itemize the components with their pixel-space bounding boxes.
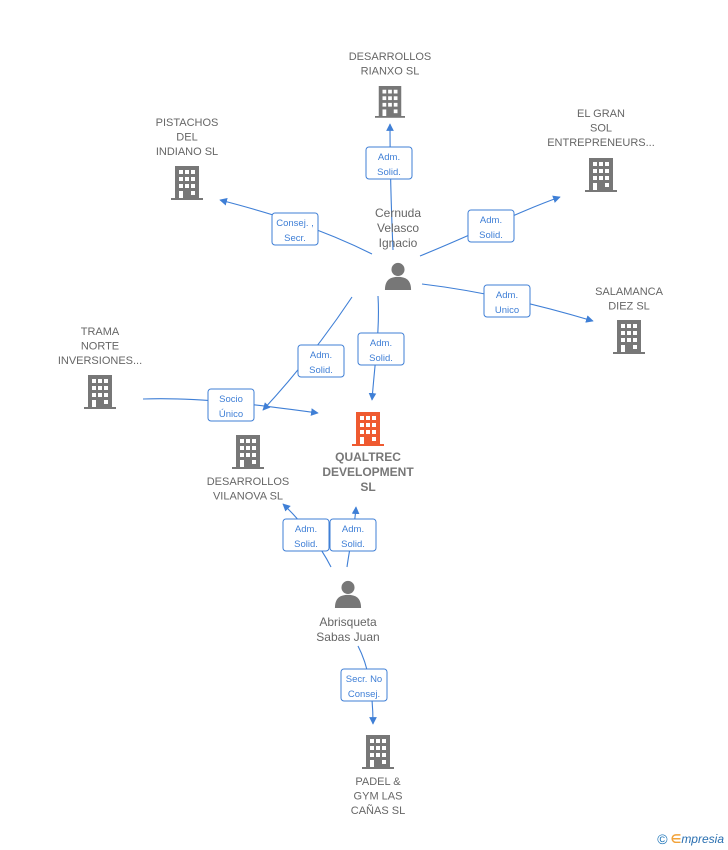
building-icon bbox=[585, 158, 617, 192]
company-label: TRAMA bbox=[81, 326, 120, 338]
company-label: PISTACHOS bbox=[156, 117, 219, 129]
edge-cernuda-gransol[interactable]: Adm. Solid. bbox=[419, 195, 561, 257]
company-label: ENTREPRENEURS... bbox=[547, 137, 655, 149]
edge-label-text: Adm. bbox=[480, 215, 502, 226]
edge-label-box[interactable] bbox=[357, 332, 405, 366]
building-icon bbox=[352, 412, 384, 446]
company-node-salamanca-diez[interactable]: SALAMANCA DIEZ SL bbox=[595, 286, 664, 354]
company-node-desarrollos-vilanova[interactable]: DESARROLLOS VILANOVA SL bbox=[207, 435, 290, 503]
edge-label-text: Adm. bbox=[370, 338, 392, 349]
edge-label-box[interactable] bbox=[340, 668, 388, 702]
company-label: GYM LAS bbox=[354, 791, 403, 803]
edge-label-text: Adm. bbox=[310, 350, 332, 361]
edge-label-text: Consej. , bbox=[276, 218, 314, 229]
company-label: SALAMANCA bbox=[595, 286, 664, 298]
company-label: DIEZ SL bbox=[608, 301, 650, 313]
company-label: EL GRAN bbox=[577, 108, 625, 120]
edge-label-text: Solid. bbox=[341, 539, 365, 550]
edge-label-text: Secr. bbox=[284, 233, 306, 244]
edge-label-text: Adm. bbox=[295, 524, 317, 535]
edge-cernuda-pistachos[interactable]: Consej. , Secr. bbox=[219, 198, 373, 255]
edges-layer: Adm. Solid. Consej. , Secr. Adm. Solid. Adm. Un… bbox=[142, 123, 594, 725]
person-label: Sabas Juan bbox=[316, 630, 379, 644]
edge-label-box[interactable] bbox=[483, 284, 531, 318]
edge-label-box[interactable] bbox=[329, 518, 377, 552]
edge-label-box[interactable] bbox=[282, 518, 330, 552]
building-icon bbox=[613, 320, 645, 354]
building-icon bbox=[84, 375, 116, 409]
company-node-desarrollos-rianxo[interactable]: DESARROLLOS RIANXO SL bbox=[349, 51, 432, 118]
person-label: Cernuda bbox=[375, 206, 421, 220]
edge-label-text: Secr. No bbox=[346, 674, 382, 685]
edge-label-box[interactable] bbox=[207, 388, 255, 422]
company-label: INVERSIONES... bbox=[58, 355, 142, 367]
building-icon bbox=[171, 166, 203, 200]
company-label: CAÑAS SL bbox=[351, 804, 405, 817]
edge-label-text: Consej. bbox=[348, 689, 380, 700]
edge-label-text: Socio bbox=[219, 394, 243, 405]
company-node-el-gran-sol-entrepreneurs[interactable]: EL GRAN SOL ENTREPRENEURS... bbox=[547, 108, 655, 192]
person-icon bbox=[384, 262, 412, 290]
edge-abrisqueta-vilanova[interactable]: Adm. Solid. bbox=[282, 503, 332, 568]
company-node-trama-norte-inversiones[interactable]: TRAMA NORTE INVERSIONES... bbox=[58, 326, 142, 409]
edge-label-text: Solid. bbox=[294, 539, 318, 550]
edge-label-box[interactable] bbox=[271, 212, 319, 246]
edge-label-text: Único bbox=[219, 409, 243, 420]
company-label: SOL bbox=[590, 123, 612, 135]
edge-cernuda-rianxo[interactable]: Adm. Solid. bbox=[365, 123, 413, 251]
edge-label-text: Solid. bbox=[309, 365, 333, 376]
company-label: SL bbox=[360, 480, 375, 494]
company-label: DEL bbox=[176, 132, 197, 144]
edge-cernuda-qualtrec[interactable]: Adm. Solid. bbox=[357, 295, 405, 401]
edge-label-box[interactable] bbox=[467, 209, 515, 243]
company-label: QUALTREC bbox=[335, 450, 401, 464]
edge-label-box[interactable] bbox=[297, 344, 345, 378]
company-label: PADEL & bbox=[355, 776, 401, 788]
edge-label-text: Solid. bbox=[369, 353, 393, 364]
empresia-logo[interactable]: ∈mpresia bbox=[670, 832, 724, 846]
edge-label-text: Adm. bbox=[496, 290, 518, 301]
person-label: Velasco bbox=[377, 221, 419, 235]
person-icon bbox=[334, 580, 362, 608]
person-label: Abrisqueta bbox=[319, 615, 377, 629]
edge-cernuda-vilanova[interactable]: Adm. Solid. bbox=[262, 296, 353, 411]
edge-label-box[interactable] bbox=[365, 146, 413, 180]
company-label: NORTE bbox=[81, 341, 119, 353]
edge-label-text: Solid. bbox=[377, 167, 401, 178]
edge-label-text: Adm. bbox=[378, 152, 400, 163]
edge-cernuda-salamanca[interactable]: Adm. Unico bbox=[421, 283, 594, 323]
edge-abrisqueta-padel[interactable]: Secr. No Consej. bbox=[340, 645, 388, 725]
building-icon bbox=[232, 435, 264, 469]
edge-label-text: Unico bbox=[495, 305, 519, 316]
company-label: DEVELOPMENT bbox=[322, 465, 414, 479]
edge-label-text: Adm. bbox=[342, 524, 364, 535]
company-label: DESARROLLOS bbox=[207, 476, 290, 488]
footer-brand: © ∈mpresia bbox=[657, 831, 724, 847]
company-label: DESARROLLOS bbox=[349, 51, 432, 63]
copyright-icon: © bbox=[657, 831, 668, 847]
edge-label-text: Solid. bbox=[479, 230, 503, 241]
building-icon bbox=[362, 735, 394, 769]
edge-line bbox=[386, 123, 394, 251]
company-label: VILANOVA SL bbox=[213, 491, 283, 503]
company-node-pistachos-del-indiano[interactable]: PISTACHOS DEL INDIANO SL bbox=[156, 117, 219, 200]
person-label: Ignacio bbox=[379, 236, 418, 250]
building-icon bbox=[375, 86, 405, 118]
company-label: INDIANO SL bbox=[156, 146, 218, 158]
edge-abrisqueta-qualtrec[interactable]: Adm. Solid. bbox=[329, 506, 377, 568]
company-label: RIANXO SL bbox=[361, 66, 420, 78]
